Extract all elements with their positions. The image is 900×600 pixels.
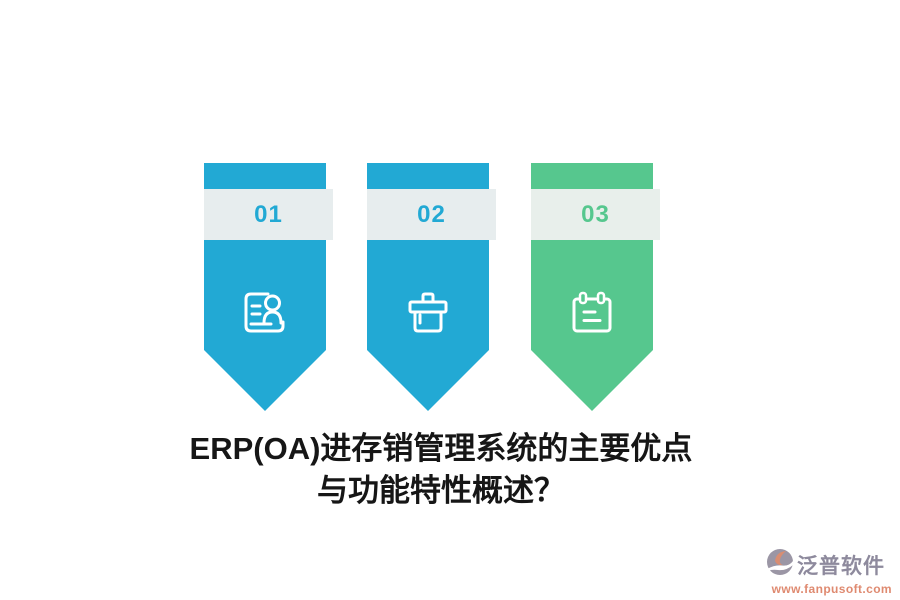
contact-card-icon (204, 289, 326, 337)
brand-watermark: 泛普软件 www.fanpusoft.com (766, 548, 892, 596)
ribbon-01: 01 (204, 163, 333, 411)
brand-name: 泛普软件 (797, 554, 885, 578)
ribbon-03-number-band: 03 (531, 189, 660, 240)
calendar-note-icon (531, 289, 653, 337)
ribbon-02-number-band: 02 (367, 189, 496, 240)
ribbon-01-number: 01 (254, 200, 283, 228)
brand-url: www.fanpusoft.com (771, 582, 892, 596)
page-title: ERP(OA)进存销管理系统的主要优点 与功能特性概述？ (0, 428, 882, 512)
page-title-line2: 与功能特性概述？ (317, 473, 565, 508)
ribbon-01-number-band: 01 (204, 189, 333, 240)
clean-brush-icon (367, 289, 489, 337)
brand-logo-icon (766, 548, 794, 581)
ribbon-02: 02 (367, 163, 496, 411)
ribbon-02-number: 02 (417, 200, 446, 228)
ribbon-03-number: 03 (581, 200, 610, 228)
ribbon-03: 03 (531, 163, 660, 411)
page-title-line1: ERP(OA)进存销管理系统的主要优点 (189, 431, 693, 466)
